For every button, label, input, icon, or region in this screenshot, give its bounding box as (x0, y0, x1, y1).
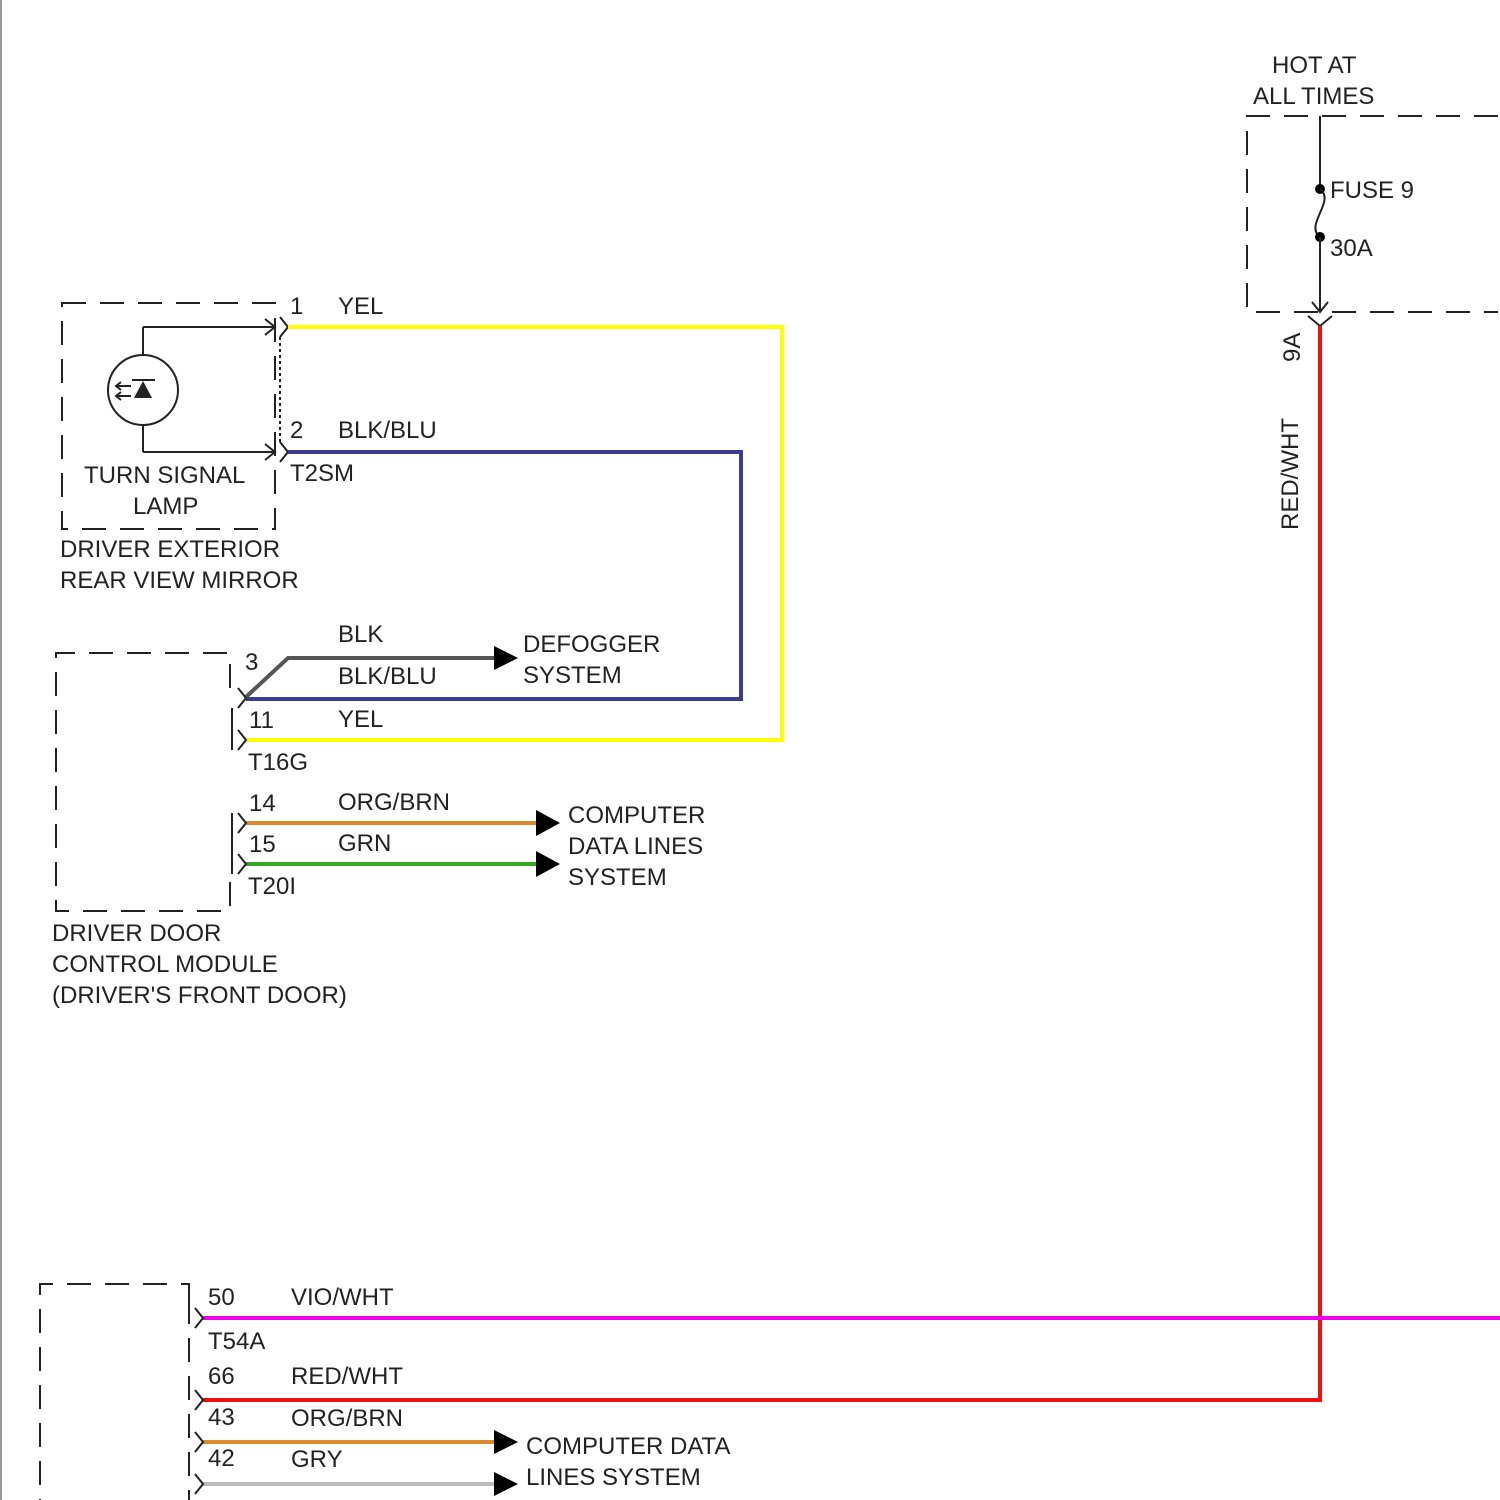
fuse-rating: 30A (1330, 235, 1373, 262)
fuse-label: FUSE 9 (1330, 177, 1414, 204)
connector-pin43-icon (195, 1432, 203, 1452)
blk-blu-wire-label: BLK/BLU (338, 663, 437, 690)
pin-11-wire-label: YEL (338, 706, 383, 733)
connector-pin11-icon (238, 730, 246, 750)
connector-pin14-icon (238, 813, 246, 833)
lamp-label-line1: TURN SIGNAL (84, 462, 245, 489)
led-icon (134, 381, 152, 398)
connector-t2sm-label: T2SM (290, 460, 354, 487)
data-arrow-43-icon (494, 1430, 518, 1454)
connector-pin3-icon (238, 688, 246, 708)
mirror-component: TURN SIGNAL LAMP DRIVER EXTERIOR REAR VI… (60, 293, 437, 594)
defogger-label-line1: DEFOGGER (523, 631, 660, 658)
upper-wires (246, 327, 782, 877)
door-module-name-line3: (DRIVER'S FRONT DOOR) (52, 982, 347, 1009)
hot-at-label: HOT AT (1272, 52, 1357, 79)
pin-15-wire-label: GRN (338, 830, 391, 857)
defogger-label-line2: SYSTEM (523, 662, 622, 689)
pin-3-label: 3 (245, 649, 258, 676)
data-lines-label-line1: COMPUTER (568, 802, 705, 829)
lower-data-lines-line2: LINES SYSTEM (526, 1464, 701, 1491)
data-arrow-42-icon (494, 1472, 518, 1496)
all-times-label: ALL TIMES (1253, 83, 1374, 110)
data-lines-label-line2: DATA LINES (568, 833, 703, 860)
lower-wires (203, 326, 1500, 1496)
pin-2-wire-label: BLK/BLU (338, 417, 437, 444)
door-module-name-line1: DRIVER DOOR (52, 920, 221, 947)
pin-50-label: 50 (208, 1284, 235, 1311)
connector-pin15-icon (238, 854, 246, 874)
data-arrow-14-icon (536, 810, 560, 836)
pin-43-wire-label: ORG/BRN (291, 1405, 403, 1432)
pin-11-label: 11 (249, 707, 274, 734)
blk-wire-label: BLK (338, 621, 383, 648)
lamp-label-line2: LAMP (133, 493, 198, 520)
connector-t54a-label: T54A (208, 1328, 265, 1355)
pin-2-label: 2 (290, 417, 303, 444)
door-module-name-line2: CONTROL MODULE (52, 951, 278, 978)
lower-data-lines-line1: COMPUTER DATA (526, 1433, 730, 1460)
defogger-arrow-icon (494, 646, 518, 670)
pin-9a-label: 9A (1279, 333, 1306, 362)
mirror-name-line1: DRIVER EXTERIOR (60, 536, 280, 563)
pin-14-label: 14 (249, 790, 276, 817)
connector-pin50-icon (195, 1308, 203, 1328)
pin-43-label: 43 (208, 1404, 235, 1431)
pin-1-label: 1 (290, 293, 303, 320)
pin-66-wire-label: RED/WHT (291, 1363, 403, 1390)
pin-1-wire-label: YEL (338, 293, 383, 320)
data-lines-label-line3: SYSTEM (568, 864, 667, 891)
connector-pin42-icon (195, 1474, 203, 1494)
red-wht-vertical-label: RED/WHT (1277, 418, 1304, 530)
data-arrow-15-icon (536, 851, 560, 877)
connector-pin1-icon (280, 317, 288, 337)
connector-pin66-icon (195, 1390, 203, 1410)
connector-t16g-label: T16G (248, 749, 308, 776)
pin-14-wire-label: ORG/BRN (338, 789, 450, 816)
door-module-component: 3 BLK BLK/BLU 11 YEL T16G 14 ORG/BRN 15 … (52, 621, 705, 1009)
pin-50-wire-label: VIO/WHT (291, 1284, 394, 1311)
pin-42-label: 42 (208, 1445, 235, 1472)
connector-t20i-label: T20I (248, 873, 296, 900)
blk-blu-wire (246, 452, 741, 699)
fuse-box: HOT AT ALL TIMES FUSE 9 30A 9A RED/WHT (1247, 52, 1498, 530)
pin-42-wire-label: GRY (291, 1446, 343, 1473)
pin-15-label: 15 (249, 831, 276, 858)
connector-pin2-icon (280, 442, 288, 462)
fuse-icon (1315, 189, 1324, 237)
connector-9a-icon (1308, 316, 1332, 326)
yel-wire (246, 327, 782, 740)
mirror-name-line2: REAR VIEW MIRROR (60, 567, 299, 594)
pin-66-label: 66 (208, 1363, 235, 1390)
